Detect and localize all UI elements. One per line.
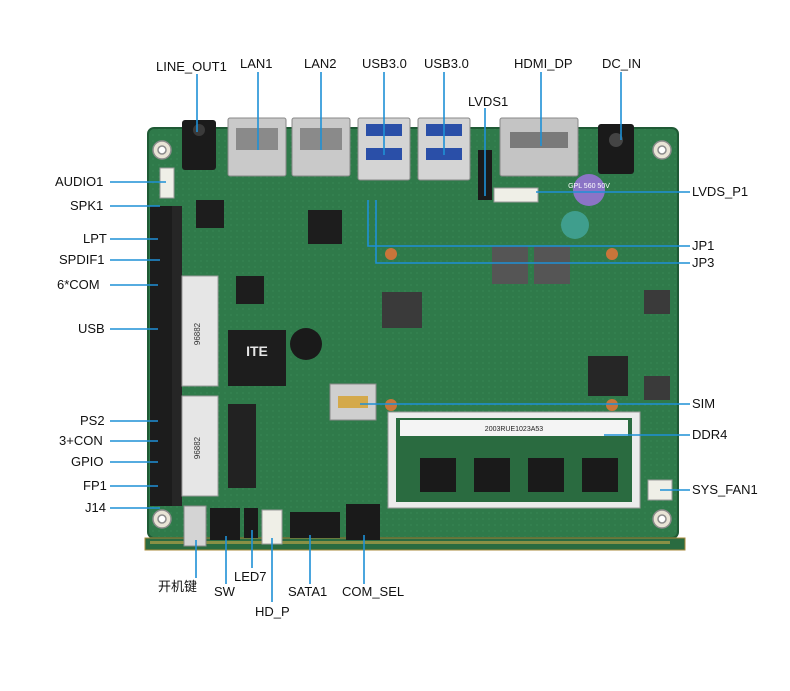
sw-header — [210, 508, 240, 540]
label-usb3-b: USB3.0 — [424, 56, 469, 71]
label-spk1: SPK1 — [70, 198, 104, 213]
m2-slot — [228, 404, 256, 488]
label-6com: 6*COM — [57, 277, 100, 292]
ddr4-chips — [420, 458, 618, 492]
led7-header — [244, 508, 258, 538]
label-lan2: LAN2 — [304, 56, 337, 71]
audio-jack-component — [182, 120, 216, 170]
label-sim: SIM — [692, 396, 716, 411]
label-line-out1: LINE_OUT1 — [156, 59, 227, 74]
label-ps2: PS2 — [80, 413, 105, 428]
label-com-sel: COM_SEL — [342, 584, 405, 599]
ite-chip — [228, 330, 286, 386]
chip-small-1 — [196, 200, 224, 228]
capacitor-teal — [561, 211, 589, 239]
com-sel-header — [346, 504, 380, 540]
label-dc-in: DC_IN — [602, 56, 642, 71]
label-usb3-a: USB3.0 — [362, 56, 407, 71]
minipcie-mark-bottom: 96882 — [193, 436, 202, 459]
label-lvds-p1: LVDS_P1 — [692, 184, 749, 199]
label-led7: LED7 — [234, 569, 267, 584]
label-sata1: SATA1 — [288, 584, 328, 599]
edge-pins — [150, 541, 670, 544]
inductor-3 — [534, 246, 570, 284]
chip-right-1 — [644, 290, 670, 314]
label-fp1: FP1 — [83, 478, 107, 493]
label-jp3: JP3 — [692, 255, 715, 270]
label-ddr4: DDR4 — [692, 427, 728, 442]
label-3con: 3+CON — [59, 433, 103, 448]
label-hdmi-dp: HDMI_DP — [514, 56, 573, 71]
chip-right-2 — [644, 376, 670, 400]
chip-small-3 — [236, 276, 264, 304]
chip-small-2 — [308, 210, 342, 244]
copper-pads — [385, 248, 618, 411]
label-hd-p: HD_P — [255, 604, 290, 619]
label-jp1: JP1 — [692, 238, 715, 253]
cap-mark: GPL 560 50V — [568, 183, 610, 190]
chip-sq-right — [588, 356, 628, 396]
inductor-2 — [492, 246, 528, 284]
label-lan1: LAN1 — [240, 56, 273, 71]
dc-in-jack — [598, 124, 634, 174]
ddr-mark-top: 2003RUE1023A53 — [485, 426, 543, 433]
minipcie-mark-top: 96882 — [193, 322, 202, 345]
label-usb: USB — [78, 321, 105, 336]
label-j14: J14 — [85, 500, 106, 515]
label-lpt: LPT — [83, 231, 107, 246]
minipcie-slot-top — [181, 275, 219, 387]
leader-lines — [110, 72, 690, 602]
buzzer — [290, 328, 322, 360]
inductor-1 — [382, 292, 422, 328]
lvds-p1-connector — [493, 187, 539, 203]
left-pin-header-column — [150, 206, 172, 506]
label-sw: SW — [214, 584, 235, 599]
label-gpio: GPIO — [71, 454, 104, 469]
left-pin-header-column-2 — [172, 206, 182, 506]
ite-logo: ITE — [246, 343, 268, 359]
label-audio1: AUDIO1 — [55, 174, 104, 189]
power-button — [183, 505, 207, 547]
label-spdif1: SPDIF1 — [59, 252, 105, 267]
audio1-header — [159, 167, 175, 199]
mounting-holes — [152, 140, 672, 529]
sata1-connector — [290, 512, 340, 538]
label-power-key: 开机键 — [158, 579, 198, 594]
label-lvds1: LVDS1 — [468, 94, 509, 109]
minipcie-slot-bottom — [181, 395, 219, 497]
capacitor-purple — [573, 174, 605, 206]
label-sys-fan1: SYS_FAN1 — [692, 482, 758, 497]
